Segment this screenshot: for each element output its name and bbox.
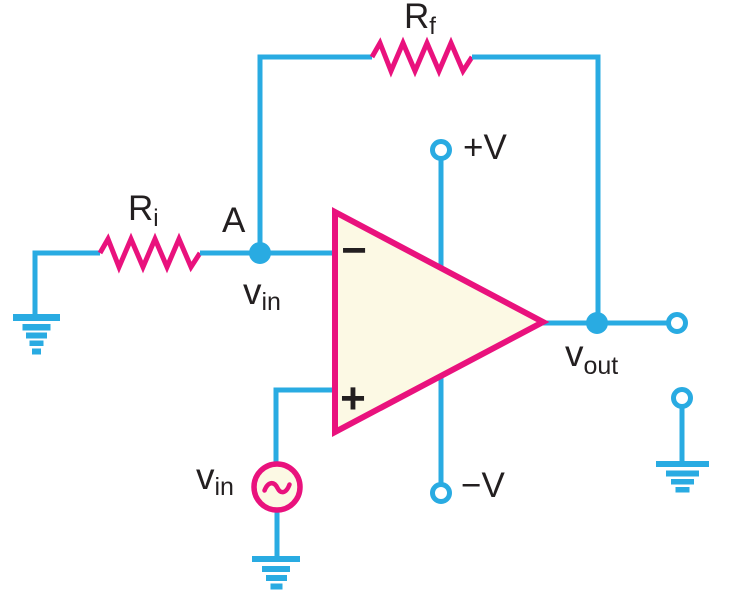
output-node-dot <box>586 312 608 334</box>
ac-sine-icon <box>262 481 292 495</box>
source-voltage-sub: in <box>215 473 234 501</box>
ground-symbol-right <box>656 461 709 493</box>
inverting-input-voltage-sub: in <box>262 288 281 316</box>
input-resistor-label: Ri <box>128 189 159 232</box>
ground-symbol-source <box>252 556 300 590</box>
feedback-resistor-label-main: R <box>404 0 429 36</box>
inverting-input-voltage-main: v <box>243 271 262 312</box>
feedback-wire-right <box>472 54 601 323</box>
feedback-resistor-label: Rf <box>404 0 436 40</box>
node-a-label: A <box>222 201 246 240</box>
reference-terminal <box>671 387 693 409</box>
input-resistor-icon <box>97 232 203 274</box>
feedback-resistor-label-sub: f <box>429 13 436 40</box>
source-voltage-label: vin <box>196 456 234 501</box>
output-terminal <box>666 312 688 334</box>
input-resistor-label-main: R <box>128 189 153 228</box>
feedback-wire-left <box>257 54 372 253</box>
input-resistor-label-sub: i <box>153 205 158 232</box>
ground-symbol-left <box>13 314 60 355</box>
feedback-resistor-icon <box>369 36 475 78</box>
source-voltage-main: v <box>196 456 215 497</box>
opamp-icon <box>332 207 550 437</box>
output-voltage-sub: out <box>584 352 619 380</box>
opamp-noninverting-sign: + <box>340 374 366 423</box>
opamp-inverting-sign: − <box>341 226 367 275</box>
node-a-dot <box>249 242 271 264</box>
noninverting-input-wire <box>273 387 335 465</box>
output-voltage-label: vout <box>565 333 618 380</box>
negative-supply-terminal <box>430 482 452 504</box>
negative-supply-label: −V <box>461 466 505 505</box>
input-ground-wire <box>32 250 100 314</box>
positive-supply-terminal <box>430 139 452 161</box>
output-voltage-main: v <box>565 333 584 374</box>
positive-supply-label: +V <box>463 128 507 167</box>
inverting-input-voltage-label: vin <box>243 271 281 316</box>
